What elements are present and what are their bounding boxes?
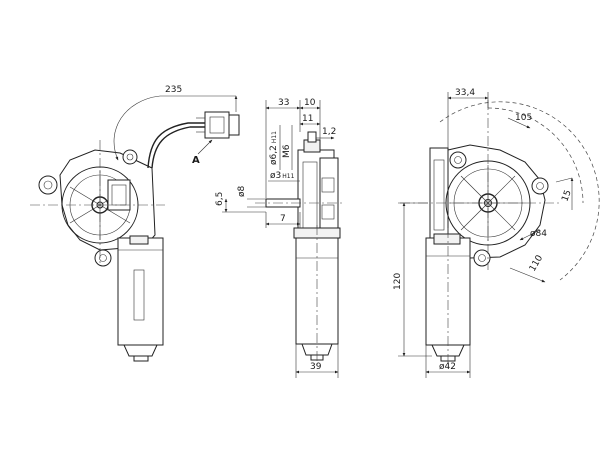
dim-15: 15 [560, 189, 573, 203]
dim-110: 110 [528, 253, 545, 273]
dim-6-2-h11: ø6,2H11 [269, 131, 279, 165]
left-connector-plug [204, 111, 230, 139]
dim-6-5: 6,5 [215, 192, 225, 206]
dim-33: 33 [278, 98, 289, 108]
dim-1-2: 1,2 [322, 127, 336, 137]
left-cable [147, 122, 205, 169]
dim-120: 120 [393, 273, 403, 290]
left-mount-ear-top [122, 149, 138, 165]
right-view: 33,4 105 15 ø84 110 120 ø42 [393, 88, 600, 378]
left-view: 235 A [30, 85, 240, 362]
dim-33-4: 33,4 [455, 88, 475, 98]
dim-84: ø84 [530, 229, 547, 239]
dim-8: ø8 [237, 185, 247, 197]
right-mount-ear-bottom [473, 249, 491, 267]
dim-11: 11 [302, 114, 313, 124]
left-mount-ear-left [38, 175, 58, 195]
right-mount-ear-top [449, 151, 467, 169]
dim-105: 105 [515, 113, 532, 123]
dim-7: 7 [280, 214, 286, 224]
dim-235: 235 [165, 85, 182, 95]
view-label-a: A [192, 155, 200, 166]
dim-235-arc [113, 95, 236, 161]
dim-42: ø42 [439, 362, 456, 372]
dim-10: 10 [304, 98, 316, 108]
dim-3-h11: ø3H11 [270, 171, 295, 181]
dim-39: 39 [310, 362, 322, 372]
left-mount-ear-bottom [94, 249, 112, 267]
dim-m6: M6 [282, 144, 292, 158]
right-mount-ear-right [531, 177, 549, 195]
middle-view: 33 10 11 1,2 ø6,2H11 M6 ø3H11 ø8 6,5 7 3 [215, 98, 345, 378]
left-motor-body [117, 237, 164, 346]
